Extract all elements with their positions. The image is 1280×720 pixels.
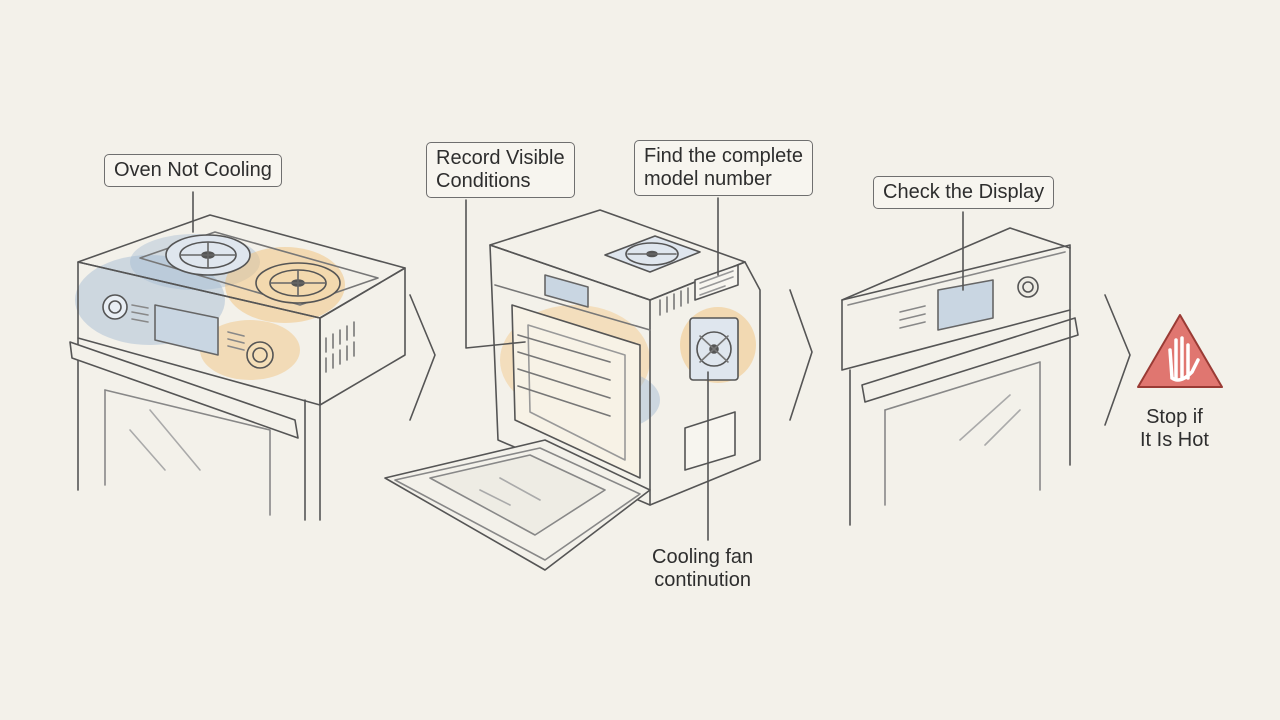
callout-text-line: model number bbox=[644, 168, 772, 190]
chevron-right-icon bbox=[409, 294, 436, 421]
oven-center bbox=[384, 209, 761, 571]
callout-text: Oven Not Cooling bbox=[114, 159, 272, 181]
callout-record-visible-conditions: Record Visible Conditions bbox=[426, 142, 575, 198]
label-text-line: Cooling fan bbox=[652, 546, 754, 568]
leader-record-conditions bbox=[465, 199, 526, 349]
callout-oven-not-cooling: Oven Not Cooling bbox=[104, 154, 282, 187]
callout-find-model-number: Find the complete model number bbox=[634, 140, 813, 196]
callout-text-line: Record Visible bbox=[436, 147, 565, 169]
label-text-line: Stop if bbox=[1146, 406, 1203, 428]
fan-icon bbox=[165, 234, 251, 276]
label-text-line: It Is Hot bbox=[1140, 429, 1209, 451]
callout-text-line: Find the complete bbox=[644, 145, 803, 167]
fan-icon bbox=[604, 235, 701, 273]
warning-hand-icon bbox=[1137, 314, 1223, 388]
fan-icon bbox=[255, 262, 341, 304]
callout-text: Check the Display bbox=[883, 181, 1045, 203]
label-cooling-fan: Cooling fan continution bbox=[652, 546, 753, 592]
oven-right bbox=[841, 227, 1079, 526]
callout-text-line: Conditions bbox=[436, 170, 531, 192]
chevron-right-icon bbox=[789, 289, 813, 421]
label-text-line: continution bbox=[654, 569, 751, 591]
callout-check-display: Check the Display bbox=[873, 176, 1055, 209]
oven-left bbox=[69, 214, 406, 521]
chevron-right-icon bbox=[1104, 294, 1131, 426]
label-stop-if-hot: Stop if It Is Hot bbox=[1140, 406, 1209, 452]
